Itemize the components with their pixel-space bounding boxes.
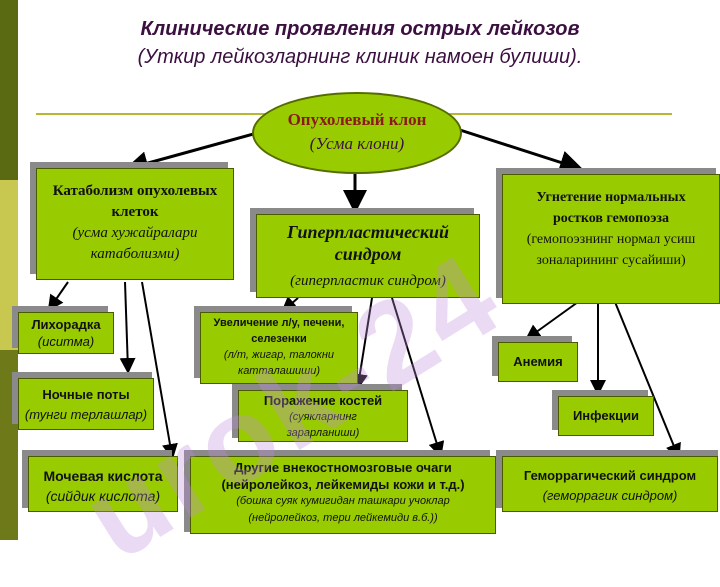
fever-label: Лихорадка xyxy=(31,317,101,332)
box-infections: Инфекции xyxy=(558,396,654,436)
root-label: Опухолевый клон xyxy=(287,110,427,129)
infections-label: Инфекции xyxy=(572,408,640,423)
arrow-to-bones xyxy=(351,297,373,390)
box-organ-enlargement: Увеличение л/у, печени, селезенки (л/т, … xyxy=(200,312,358,384)
slide-subtitle: (Уткир лейкозларнинг клиник намоен булиш… xyxy=(137,46,583,68)
other-label: Другие внекостномозговые очаги (нейролей… xyxy=(221,460,465,492)
box-hemorrhagic-syndrome: Геморрагический синдром (геморрагик синд… xyxy=(502,456,718,512)
hyperplastic-sublabel: (гиперпластик синдром) xyxy=(290,273,446,289)
box-bone-lesions: Поражение костей (суякларнинг зарарланиш… xyxy=(238,390,408,442)
box-extramedullary-foci: Другие внекостномозговые очаги (нейролей… xyxy=(190,456,496,534)
catabolism-label: Катаболизм опухолевых клеток xyxy=(52,183,218,220)
connector-arrows xyxy=(47,128,681,460)
box-fever: Лихорадка (иситма) xyxy=(18,312,114,354)
arrow-to-fever xyxy=(47,281,69,312)
box-uric-acid: Мочевая кислота (сийдик кислота) xyxy=(28,456,178,512)
suppression-label: Угнетение нормальных ростков гемопоэза xyxy=(536,190,686,226)
suppression-sublabel: (гемопоэзнинг нормал усиш зоналарининг с… xyxy=(526,232,696,268)
arrow-to-anemia xyxy=(524,301,579,341)
strip-segment xyxy=(0,0,18,180)
fever-sublabel: (иситма) xyxy=(37,334,95,349)
box-anemia: Анемия xyxy=(498,342,578,382)
box-night-sweats: Ночные поты (тунги терлашлар) xyxy=(18,378,154,430)
catabolism-sublabel: (усма хужайралари катаболизми) xyxy=(72,225,198,262)
box-hyperplastic: Гиперпластический синдром (гиперпластик … xyxy=(256,214,480,298)
arrow-root-to-suppression xyxy=(459,128,584,174)
uric-label: Мочевая кислота xyxy=(43,468,163,484)
box-catabolism: Катаболизм опухолевых клеток (усма хужай… xyxy=(36,168,234,280)
hyperplastic-label: Гиперпластический синдром xyxy=(286,222,450,264)
uric-sublabel: (сийдик кислота) xyxy=(45,488,161,504)
anemia-label: Анемия xyxy=(513,354,563,369)
bones-sublabel: (суякларнинг зарарланиши) xyxy=(286,411,360,439)
arrow-to-sweats xyxy=(119,281,136,374)
arrow-to-other xyxy=(391,297,445,458)
other-sublabel: (бошка суяк кумигидан ташкари учоклар (н… xyxy=(236,495,450,524)
hemorrhagic-label: Геморрагический синдром xyxy=(523,468,697,483)
arrow-root-to-catabolism xyxy=(124,128,269,175)
hemorrhagic-sublabel: (геморрагик синдром) xyxy=(542,488,678,503)
slide-title: Клинические проявления острых лейкозов xyxy=(140,18,580,40)
sweats-sublabel: (тунги терлашлар) xyxy=(24,407,148,422)
arrow-to-uric xyxy=(141,281,178,460)
root-sublabel: (Усма клони) xyxy=(309,134,405,153)
box-hematopoiesis-suppression: Угнетение нормальных ростков гемопоэза (… xyxy=(502,174,720,304)
enlargement-label: Увеличение л/у, печени, селезенки xyxy=(213,317,345,345)
root-tumor-clone: Опухолевый клон (Усма клони) xyxy=(252,92,462,174)
arrow-to-hemorrhagic xyxy=(614,301,681,460)
enlargement-sublabel: (л/т, жигар, талокни катталашиши) xyxy=(223,349,335,377)
bones-label: Поражение костей xyxy=(263,393,383,408)
sweats-label: Ночные поты xyxy=(42,387,130,402)
